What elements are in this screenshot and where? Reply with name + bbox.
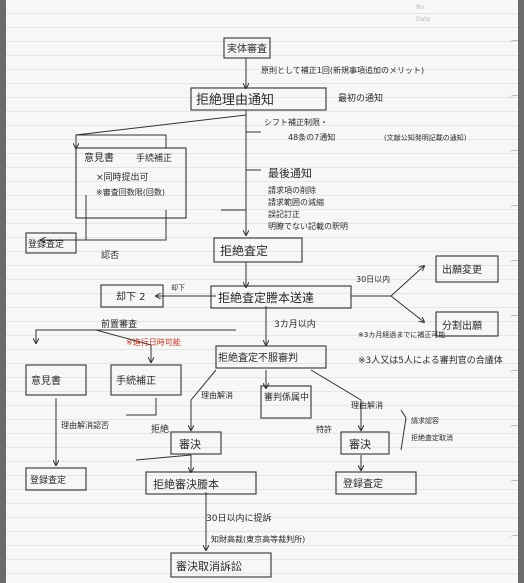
label-ikensho: 意見書 xyxy=(84,151,114,164)
binding-ring xyxy=(510,150,518,155)
box-kyozetsu-satei-tohon xyxy=(210,285,352,309)
label-jo48-tsuchi: 48条の7通知 xyxy=(288,132,335,142)
box-ikensho-2 xyxy=(25,364,87,396)
label-shinko-note: ※進行日時可能 xyxy=(126,337,181,347)
box-kyozetsu-satei xyxy=(213,237,303,263)
label-kyakka-2: 却下 2 xyxy=(116,291,146,303)
label-kyozetsu-fufuku: 拒絶査定不服審判 xyxy=(218,351,298,364)
label-doji-teishutsu: ×同時提出可 xyxy=(96,171,149,183)
label-tokkyo-2: 特許 xyxy=(316,424,332,434)
box-tokkyo-satei-1 xyxy=(25,232,77,254)
label-shinpan-keizoku: 審判係属中 xyxy=(264,391,309,403)
label-shinketsu-2: 審決 xyxy=(349,437,371,451)
binding-ring xyxy=(510,535,518,540)
label-kyozetsu-satei: 拒絶査定 xyxy=(220,243,268,258)
label-tetsuzuki-hosei-2: 手続補正 xyxy=(116,374,156,387)
box-kyozetsu-shinketsu-tohon xyxy=(145,471,257,495)
label-seikyu-nintei: 請求認容 xyxy=(411,416,439,425)
label-saisho-note: 最初の通知 xyxy=(338,92,383,104)
label-kyozetsu-shinketsu-tohon: 拒絶審決謄本 xyxy=(153,477,219,491)
label-riyu-kaishou-2: 理由解消 xyxy=(351,400,383,410)
label-gensoku-note: 原則として補正1回(新規事項追加のメリット) xyxy=(261,65,424,75)
label-saigo-tsuchi: 最後通知 xyxy=(268,166,312,180)
box-kyakka-2 xyxy=(100,284,164,308)
binding-ring xyxy=(510,95,518,100)
box-tetsuzuki-hosei-2 xyxy=(110,364,182,396)
header-date-label: Date xyxy=(416,16,431,23)
label-jittai-shinsa: 実体審査 xyxy=(227,42,267,55)
label-shinketsu-torikeshi: 審決取消訴訟 xyxy=(176,559,242,573)
box-bunkatsu-shutsugan xyxy=(435,311,499,337)
label-kyozetsu-satei-torikeshi: 拒絶査定取消 xyxy=(411,433,453,442)
binding-ring xyxy=(510,370,518,375)
box-shinketsu-torikeshi xyxy=(170,552,272,578)
box-jittai-shinsa xyxy=(223,37,271,59)
binding-ring xyxy=(510,40,518,45)
label-bunkatsu-shutsugan: 分割出願 xyxy=(442,319,482,332)
label-saigo-item-3: 誤記訂正 xyxy=(268,209,300,219)
box-shinketsu-1 xyxy=(170,431,222,455)
label-kaishi: 認否 xyxy=(101,249,119,261)
label-kyakka: 却下 xyxy=(171,283,185,292)
binding-ring xyxy=(510,205,518,210)
label-maechi-shinsa: 前置審査 xyxy=(101,318,137,330)
box-kyozetsu-riyu-tsuchi xyxy=(190,87,327,111)
label-chizai-kosai: 知財高裁(東京高等裁判所) xyxy=(211,534,305,544)
label-riyu-kaishou-nintei: 理由解消認否 xyxy=(61,420,109,430)
label-kaisu-seigen: ※審査回数限(回数) xyxy=(96,187,165,197)
binding-ring xyxy=(510,425,518,430)
label-sankagetsu: 3カ月以内 xyxy=(274,318,316,330)
label-saigo-item-4: 明瞭でない記載の釈明 xyxy=(268,221,348,231)
binding-ring xyxy=(510,260,518,265)
binding-ring xyxy=(510,315,518,320)
label-ikensho-2: 意見書 xyxy=(31,374,61,387)
label-saigo-item-2: 請求範囲の減縮 xyxy=(268,197,324,207)
label-bunken-note: (文献公知発明記載の通知) xyxy=(384,133,467,142)
label-kyozetsu-satei-tohon: 拒絶査定謄本送達 xyxy=(218,290,314,305)
notebook-page: No. Date xyxy=(6,0,518,583)
box-tokkyo-satei-2 xyxy=(25,467,87,491)
box-response-group xyxy=(75,147,187,219)
header-no-label: No. xyxy=(416,4,426,11)
binding-ring xyxy=(510,480,518,485)
label-tokkyo-satei-1: 登録査定 xyxy=(28,238,64,250)
label-shutsugan-henko: 出願変更 xyxy=(442,263,482,276)
label-tokkyo-satei-3: 登録査定 xyxy=(343,477,383,490)
box-tokkyo-satei-3 xyxy=(335,471,417,495)
box-shinketsu-2 xyxy=(340,431,390,455)
label-kyozetsu-2: 拒絶 xyxy=(151,423,169,435)
label-sangunin-note: ※3人又は5人による審判官の合議体 xyxy=(358,354,503,366)
label-saigo-item-1: 請求項の削除 xyxy=(268,185,316,195)
label-shinketsu-1: 審決 xyxy=(179,437,201,451)
box-kyozetsu-fufuku xyxy=(215,345,327,369)
box-shinpan-keizoku xyxy=(260,385,312,419)
label-tokkyo-satei-2: 登録査定 xyxy=(30,474,66,486)
label-sanjunichi-2: 30日以内に提訴 xyxy=(206,512,271,524)
label-riyu-kaishou: 理由解消 xyxy=(201,390,233,400)
box-shutsugan-henko xyxy=(435,255,499,283)
label-kyozetsu-riyu-tsuchi: 拒絶理由通知 xyxy=(196,92,274,108)
label-sanjunichi: 30日以内 xyxy=(356,274,390,284)
label-mitsuki-note: ※3カ月経過までに補正可能 xyxy=(358,330,445,339)
flowchart: 実体審査 原則として補正1回(新規事項追加のメリット) 拒絶理由通知 最初の通知… xyxy=(25,37,503,578)
label-shift-hosei: シフト補正制限・ xyxy=(264,117,328,127)
label-tetsuzuki-hosei-1: 手続補正 xyxy=(136,152,172,164)
